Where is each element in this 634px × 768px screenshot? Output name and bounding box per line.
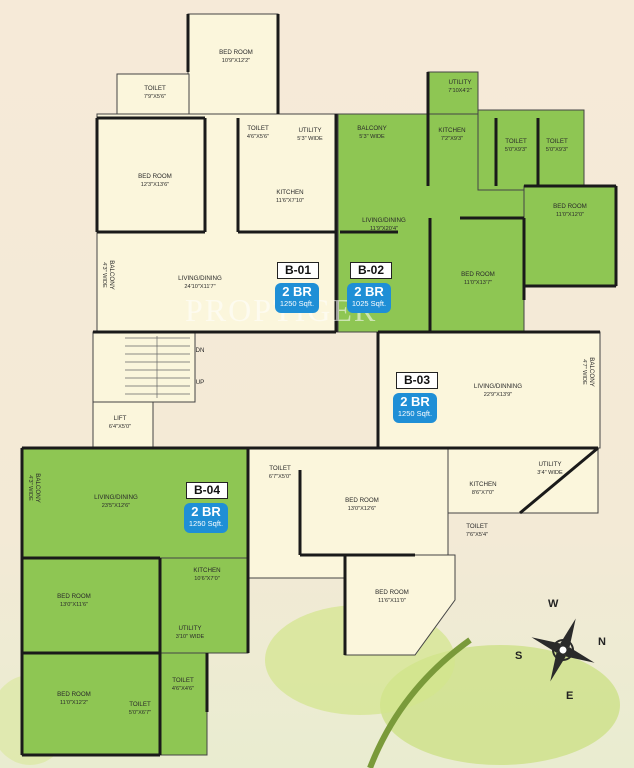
room-dim: 11'6"X11'0" xyxy=(378,598,406,604)
room-dim: 6'4"X5'0" xyxy=(109,424,131,430)
room-dim: 7'10X4'2" xyxy=(448,88,471,94)
room-name: TOILET xyxy=(172,677,194,684)
room-dim: 11'9"X20'4" xyxy=(370,226,398,232)
room-dim: 5'0"X6'7" xyxy=(129,710,151,716)
room-name: BALCONY xyxy=(588,357,595,387)
room-dim: 8'6"X7'0" xyxy=(472,490,494,496)
room-dim: 11'0"X12'0" xyxy=(556,212,584,218)
room-dim: 5'0"X9'3" xyxy=(505,147,527,153)
unit-b04-area xyxy=(21,447,249,756)
room-dim: 7'2"X9'3" xyxy=(441,136,463,142)
room-dim: 5'3" WIDE xyxy=(359,134,385,140)
room-dim: 24'10"X11'7" xyxy=(184,284,215,290)
unit-info-b02: 2 BR 1025 Sqft. xyxy=(347,283,391,313)
compass-west-label: W xyxy=(548,598,559,610)
room-name: LIVING/DINING xyxy=(94,494,138,501)
unit-area: 1250 Sqft. xyxy=(279,299,315,308)
room-dim: 3'10" WIDE xyxy=(176,634,205,640)
room-dim: 5'3" WIDE xyxy=(297,136,323,142)
room-dim: 4'6"X4'6" xyxy=(172,686,194,692)
room-name: BED ROOM xyxy=(219,49,253,56)
compass-east-label: E xyxy=(566,690,574,702)
unit-tag-b04: B-04 xyxy=(186,482,228,499)
unit-info-b03: 2 BR 1250 Sqft. xyxy=(393,393,437,423)
unit-info-b01: 2 BR 1250 Sqft. xyxy=(275,283,319,313)
room-dim: 11'6"X7'10" xyxy=(276,198,304,204)
room-name: TOILET xyxy=(144,85,166,92)
room-dim: 13'0"X12'6" xyxy=(348,506,377,512)
compass-south-label: S xyxy=(515,650,523,662)
room-name: TOILET xyxy=(466,523,488,530)
room-name: BED ROOM xyxy=(57,691,91,698)
room-name: KITCHEN xyxy=(438,127,465,134)
room-name: BALCONY xyxy=(34,473,41,503)
room-dim: 5'0"X9'3" xyxy=(546,147,568,153)
room-dim: 6'7"X5'0" xyxy=(269,474,291,480)
room-dim: 7'6"X5'4" xyxy=(466,532,488,538)
room-dim: 3'4" WIDE xyxy=(537,470,563,476)
unit-area: 1250 Sqft. xyxy=(397,409,433,418)
room-name: UTILITY xyxy=(178,625,201,632)
room-name: KITCHEN xyxy=(469,481,496,488)
unit-area: 1250 Sqft. xyxy=(188,519,224,528)
room-name: UTILITY xyxy=(298,127,321,134)
room-dim: 11'0"X12'2" xyxy=(60,700,88,706)
room-name: BED ROOM xyxy=(461,271,495,278)
room-dim: 11'0"X13'7" xyxy=(464,280,492,286)
room-name: TOILET xyxy=(247,125,269,132)
walls xyxy=(20,14,618,757)
unit-area: 1025 Sqft. xyxy=(351,299,387,308)
unit-tag-b03: B-03 xyxy=(396,372,438,389)
room-name: LIFT xyxy=(114,415,127,422)
room-name: BED ROOM xyxy=(57,593,91,600)
room-dim: 10'6"X7'0" xyxy=(194,576,219,582)
stair-down-label: DN xyxy=(196,347,205,354)
room-name: KITCHEN xyxy=(193,567,220,574)
room-dim: 23'5"X12'6" xyxy=(102,503,131,509)
unit-bedrooms: 2 BR xyxy=(282,284,312,299)
room-name: KITCHEN xyxy=(276,189,303,196)
room-name: BALCONY xyxy=(108,260,115,290)
room-dim: 22'9"X13'9" xyxy=(484,392,513,398)
room-name: TOILET xyxy=(129,701,151,708)
room-name: BED ROOM xyxy=(375,589,409,596)
room-dim: 13'0"X11'6" xyxy=(60,602,88,608)
compass-rose xyxy=(531,618,595,682)
stair-up-label: UP xyxy=(196,379,205,386)
room-name: UTILITY xyxy=(448,79,471,86)
stair-treads xyxy=(125,336,190,398)
room-dim: 4'3" WIDE xyxy=(27,475,33,501)
unit-bedrooms: 2 BR xyxy=(400,394,430,409)
room-name: TOILET xyxy=(546,138,568,145)
room-name: BED ROOM xyxy=(553,203,587,210)
room-name: BED ROOM xyxy=(138,173,172,180)
room-dim: 10'9"X12'2" xyxy=(222,58,251,64)
room-name: BED ROOM xyxy=(345,497,379,504)
unit-tag-b01: B-01 xyxy=(277,262,319,279)
room-name: TOILET xyxy=(505,138,527,145)
room-dim: 4'6"X5'6" xyxy=(247,134,269,140)
compass-north-label: N xyxy=(598,636,606,648)
room-name: UTILITY xyxy=(538,461,561,468)
room-name: LIVING/DINNING xyxy=(474,383,522,390)
unit-b03-area xyxy=(247,331,601,656)
stair-lift-area xyxy=(92,331,196,451)
room-dim: 12'3"X13'6" xyxy=(141,182,170,188)
room-dim: 7'9"X5'6" xyxy=(144,94,166,100)
room-name: LIVING/DINING xyxy=(178,275,222,282)
unit-bedrooms: 2 BR xyxy=(354,284,384,299)
unit-info-b04: 2 BR 1250 Sqft. xyxy=(184,503,228,533)
room-dim: 4'3" WIDE xyxy=(101,262,107,288)
unit-bedrooms: 2 BR xyxy=(191,504,221,519)
unit-tag-b02: B-02 xyxy=(350,262,392,279)
room-dim: 4'7" WIDE xyxy=(581,359,587,385)
room-name: BALCONY xyxy=(357,125,387,132)
room-name: LIVING/DINING xyxy=(362,217,406,224)
room-name: TOILET xyxy=(269,465,291,472)
room-labels: BED ROOM 10'9"X12'2" TOILET 7'9"X5'6" BE… xyxy=(27,49,595,716)
